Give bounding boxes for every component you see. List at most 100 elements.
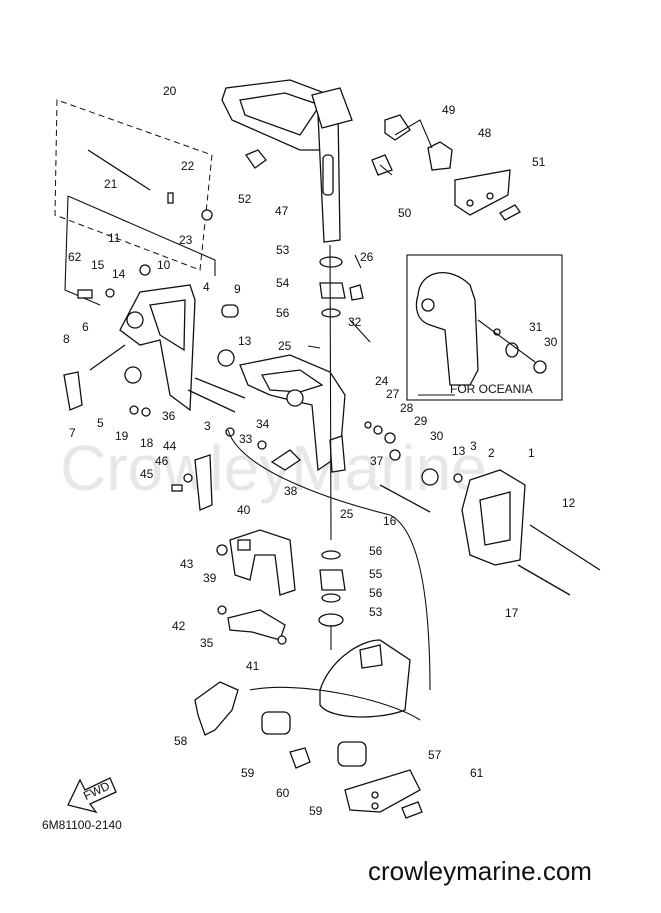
bushing-55 [319,569,346,591]
spring-41 [277,635,287,645]
callout-16: 16 [383,514,397,528]
nut-10 [139,264,151,276]
bolt-17 [517,564,571,596]
spring-43 [216,544,228,556]
callout-12: 12 [562,496,576,510]
callout-41: 41 [246,659,260,673]
callout-53b: 53 [369,605,383,619]
callout-52: 52 [238,192,252,206]
washer-19 [129,405,139,415]
inset-box [406,254,563,401]
callout-8: 8 [63,332,70,346]
plate-26 [349,284,364,301]
callout-51: 51 [532,155,546,169]
callout-40: 40 [237,503,251,517]
callout-30a: 30 [544,335,558,349]
callout-47: 47 [275,204,289,218]
washer-15 [105,288,115,298]
clip-60 [289,747,311,769]
callout-43: 43 [180,557,194,571]
callout-4: 4 [203,280,210,294]
cap-48b [427,141,453,171]
cap-40 [237,539,251,551]
tilt-lever-44 [194,454,213,511]
cap-50 [371,154,393,176]
callout-labels: 1 2 3 3 4 5 6 7 8 9 10 11 12 13 13 14 15… [63,84,576,818]
linkage-38 [270,449,302,471]
pin-22 [167,192,174,204]
cover-57 [344,769,421,813]
callout-13a: 13 [238,334,252,348]
inset-bracket [415,272,479,386]
lever-7 [63,371,83,411]
nut-29 [384,432,396,444]
seal-53-top [319,256,343,268]
callout-37: 37 [370,454,384,468]
bolt-12 [529,524,601,571]
spacer-5 [124,366,142,384]
callout-30b: 30 [430,429,444,443]
oring-56-mid [321,550,341,560]
callout-6: 6 [82,320,89,334]
group-box-62 [64,195,216,306]
callout-5: 5 [97,416,104,430]
callout-7: 7 [69,426,76,440]
callout-36: 36 [162,409,176,423]
callout-31: 31 [529,320,543,334]
inset-nut [533,360,547,374]
callout-28: 28 [400,401,414,415]
clip-52 [245,149,267,169]
callout-9: 9 [234,282,241,296]
tube-16 [379,484,431,513]
site-name: crowleymarine.com [368,856,592,886]
callout-57: 57 [428,748,442,762]
callout-54: 54 [276,276,290,290]
cap-49 [384,114,411,141]
callout-20: 20 [163,84,177,98]
washer-28 [373,425,383,435]
callout-50: 50 [398,206,412,220]
bolt-61 [401,801,423,819]
inset-bolt-hole [421,298,435,312]
spring-42 [217,605,227,615]
diagram-code: 6M81100-2140 [42,818,122,832]
nut-18 [141,407,151,417]
callout-21: 21 [104,177,118,191]
callout-2: 2 [488,446,495,460]
callout-19: 19 [115,429,129,443]
bolt-45 [171,484,183,492]
bushing-13b [421,468,439,486]
bushing-9 [221,304,239,318]
plate-35 [227,609,286,641]
grommet-30 [389,449,401,461]
callout-39: 39 [203,571,217,585]
callout-46: 46 [155,454,169,468]
callout-24: 24 [375,374,389,388]
callout-48: 48 [478,126,492,140]
cap-59a [261,711,291,735]
callout-33: 33 [239,432,253,446]
cover-48 [454,169,511,216]
callout-62: 62 [68,250,82,264]
callout-56a: 56 [276,306,290,320]
callout-26: 26 [360,250,374,264]
callout-13b: 13 [452,444,466,458]
callout-14: 14 [112,267,126,281]
callout-59a: 59 [241,766,255,780]
callout-34: 34 [256,417,270,431]
callout-29: 29 [414,414,428,428]
callout-3b: 3 [470,439,477,453]
callout-18: 18 [140,436,154,450]
bolt-27 [364,421,372,429]
callout-59b: 59 [309,804,323,818]
callout-61: 61 [470,766,484,780]
bushing-13 [217,349,235,367]
spring-23 [201,209,213,221]
callout-35: 35 [200,636,214,650]
fwd-arrow [67,777,117,814]
callout-1: 1 [528,446,535,460]
callout-49: 49 [442,103,456,117]
rod-36a [194,377,246,399]
bolt-51 [499,204,521,221]
